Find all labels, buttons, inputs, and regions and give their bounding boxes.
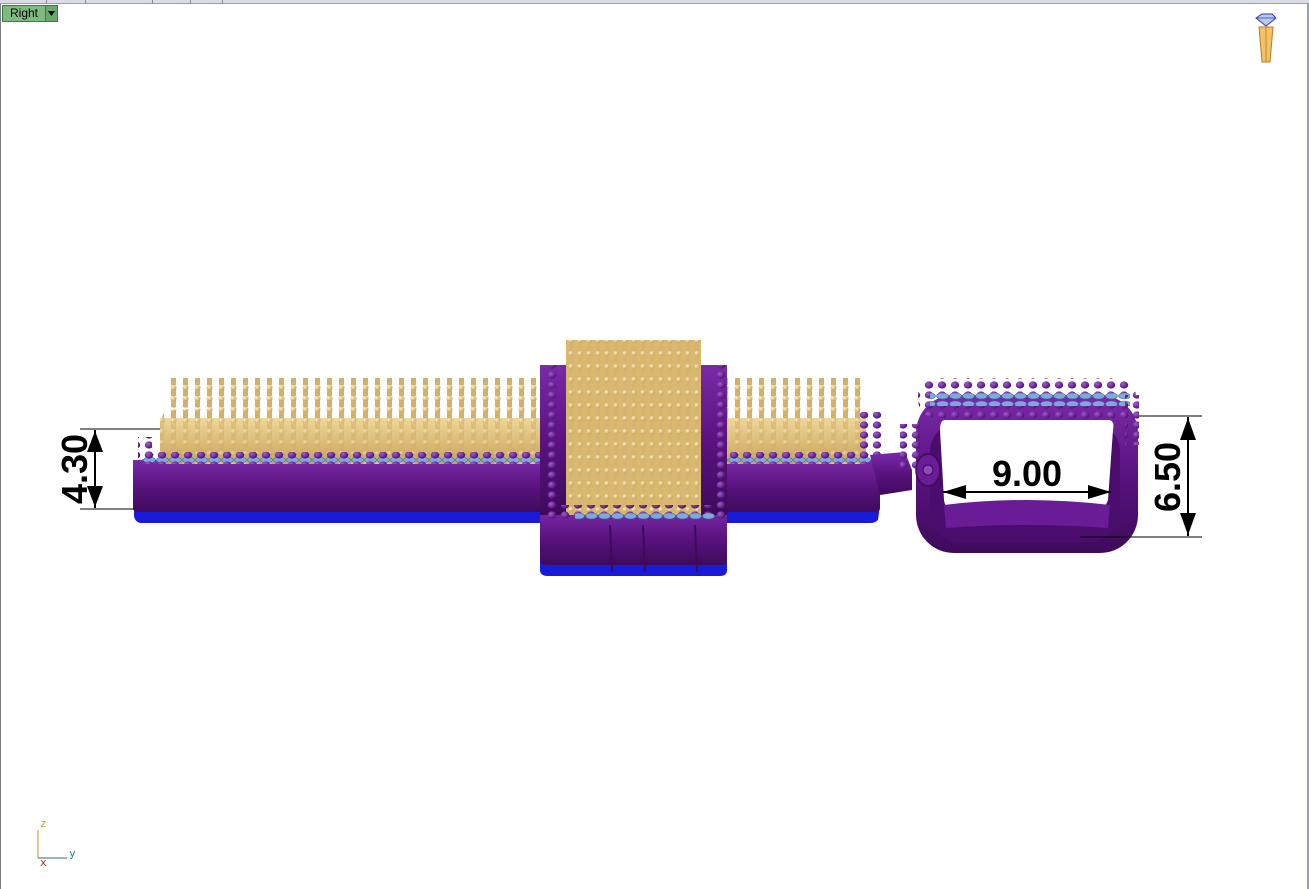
axis-label-y: y xyxy=(69,847,76,860)
gem-on-stand-icon[interactable] xyxy=(1255,13,1277,63)
top-tab-strip xyxy=(0,0,1309,4)
tab-separator xyxy=(46,0,47,4)
axis-label-x: x xyxy=(40,856,47,869)
dimension-label-6-50: 6.50 xyxy=(1147,442,1188,512)
tab-separator xyxy=(190,0,191,4)
axis-label-z: z xyxy=(40,817,47,830)
cross-center xyxy=(540,340,727,576)
viewport-title-tab[interactable]: Right xyxy=(2,5,59,22)
dimension-label-9-00: 9.00 xyxy=(992,453,1062,494)
tab-separator xyxy=(222,0,223,4)
dimension-height-bail: 6.50 xyxy=(1080,415,1202,538)
bail-loop xyxy=(900,378,1139,553)
axis-triad: z y x xyxy=(37,817,76,869)
dimension-label-4-30: 4.30 xyxy=(54,434,95,504)
tab-separator xyxy=(85,0,86,4)
cross-body xyxy=(133,378,912,523)
chevron-down-icon[interactable] xyxy=(45,6,58,21)
tab-separator xyxy=(152,0,153,4)
dimension-width-bail: 9.00 xyxy=(943,453,1111,499)
dimension-height-left: 4.30 xyxy=(54,428,160,510)
viewport-title[interactable]: Right xyxy=(10,6,39,20)
